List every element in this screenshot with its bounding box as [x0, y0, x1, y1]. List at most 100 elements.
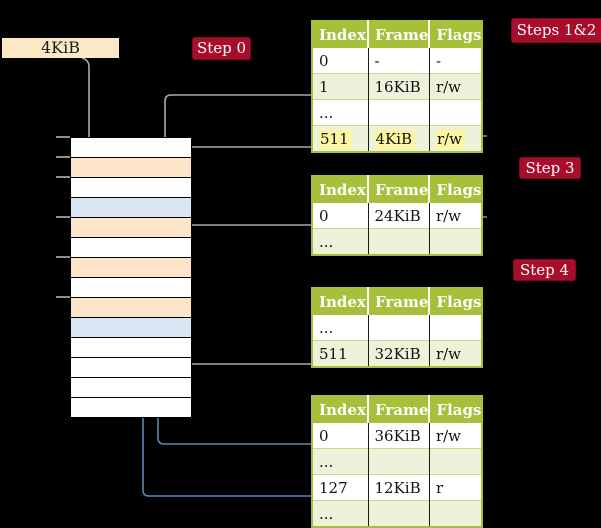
- table-row: 511 32KiB r/w: [312, 340, 483, 367]
- connector-stub: [481, 216, 487, 218]
- cell-flags: r: [429, 474, 483, 501]
- memory-row-7-free: [71, 278, 191, 298]
- memory-row-9-pg: [71, 318, 191, 338]
- cell-frame: 36KiB: [368, 422, 430, 449]
- cell-index: 0: [312, 202, 369, 229]
- cell-index: ...: [312, 448, 369, 475]
- cell-index: 1: [312, 73, 369, 100]
- memory-row-8-tbl: [71, 298, 191, 318]
- cell-index: ...: [312, 500, 369, 527]
- cell-flags: [429, 448, 483, 475]
- cell-frame: [368, 314, 430, 341]
- cell-frame: 12KiB: [368, 474, 430, 501]
- page-table-steps-1-2: Index Frame Flags 0 - - 1 16KiB r/w ... …: [311, 20, 484, 153]
- memory-row-0-free: [71, 138, 191, 158]
- page-table-final: Index Frame Flags 0 36KiB r/w ... 127 12…: [311, 395, 484, 528]
- table-row: 0 24KiB r/w: [312, 202, 483, 229]
- memory-tick: [56, 216, 70, 218]
- cell-frame: [368, 448, 430, 475]
- page-table-step-3: Index Frame Flags 0 24KiB r/w ...: [311, 175, 484, 256]
- table-row: ...: [312, 500, 483, 527]
- memory-row-6-tbl: [71, 258, 191, 278]
- memory-row-2-free: [71, 178, 191, 198]
- memory-row-13-free: [71, 398, 191, 417]
- col-header-flags: Flags: [429, 396, 483, 423]
- memory-row-10-free: [71, 338, 191, 358]
- cell-index: ...: [312, 314, 369, 341]
- root-frame-label: 4KiB: [40, 38, 80, 57]
- table-row: 127 12KiB r: [312, 474, 483, 501]
- table-header-row: Index Frame Flags: [312, 176, 483, 203]
- cell-index: 511: [312, 125, 369, 152]
- table-row: 1 16KiB r/w: [312, 73, 483, 100]
- col-header-frame: Frame: [368, 176, 431, 203]
- table-header-row: Index Frame Flags: [312, 288, 483, 315]
- memory-column: [70, 137, 192, 418]
- memory-row-5-free: [71, 238, 191, 258]
- highlight: 511: [319, 129, 352, 149]
- cell-frame: [368, 99, 430, 126]
- memory-row-3-pg: [71, 198, 191, 218]
- col-header-frame: Frame: [368, 396, 431, 423]
- memory-row-12-free: [71, 378, 191, 398]
- table-header-row: Index Frame Flags: [312, 396, 483, 423]
- table-row: ...: [312, 228, 483, 255]
- cell-frame: [368, 228, 430, 255]
- col-header-flags: Flags: [429, 288, 483, 315]
- cell-flags: r/w: [429, 73, 483, 100]
- table-row-highlighted: 511 4KiB r/w: [312, 125, 483, 152]
- cell-index: 511: [312, 340, 369, 367]
- cell-index: 127: [312, 474, 369, 501]
- table-row: ...: [312, 99, 483, 126]
- badge-step-4: Step 4: [513, 259, 576, 281]
- col-header-flags: Flags: [429, 176, 483, 203]
- badge-steps-1-2: Steps 1&2: [511, 18, 601, 43]
- cell-flags: r/w: [429, 125, 483, 152]
- cell-frame: 32KiB: [368, 340, 430, 367]
- table-row: 0 - -: [312, 47, 483, 74]
- cell-index: ...: [312, 99, 369, 126]
- memory-row-11-free: [71, 358, 191, 378]
- memory-tick: [56, 156, 70, 158]
- col-header-index: Index: [312, 21, 369, 48]
- col-header-index: Index: [312, 396, 369, 423]
- col-header-index: Index: [312, 288, 369, 315]
- cell-frame: 24KiB: [368, 202, 430, 229]
- badge-step-0: Step 0: [192, 37, 251, 60]
- cell-index: 0: [312, 422, 369, 449]
- table-row: ...: [312, 314, 483, 341]
- cell-flags: r/w: [429, 202, 483, 229]
- table-row: 0 36KiB r/w: [312, 422, 483, 449]
- cell-flags: [429, 228, 483, 255]
- cell-frame: [368, 500, 430, 527]
- col-header-frame: Frame: [368, 288, 431, 315]
- cell-frame: -: [368, 47, 430, 74]
- cell-flags: [429, 500, 483, 527]
- page-table-step-4: Index Frame Flags ... 511 32KiB r/w: [311, 287, 484, 368]
- col-header-index: Index: [312, 176, 369, 203]
- highlight: 4KiB: [374, 129, 416, 149]
- memory-tick: [56, 296, 70, 298]
- cell-flags: r/w: [429, 340, 483, 367]
- cell-flags: [429, 314, 483, 341]
- memory-tick: [56, 176, 70, 178]
- root-frame-box: 4KiB: [2, 38, 119, 58]
- table-header-row: Index Frame Flags: [312, 21, 483, 48]
- connector-stub: [481, 135, 487, 137]
- cell-flags: -: [429, 47, 483, 74]
- cell-flags: r/w: [429, 422, 483, 449]
- memory-tick: [56, 136, 70, 138]
- cell-frame: 4KiB: [368, 125, 430, 152]
- col-header-frame: Frame: [368, 21, 431, 48]
- table-row: ...: [312, 448, 483, 475]
- cell-index: 0: [312, 47, 369, 74]
- memory-row-4-tbl: [71, 218, 191, 238]
- memory-row-1-tbl: [71, 158, 191, 178]
- col-header-flags: Flags: [429, 21, 483, 48]
- cell-flags: [429, 99, 483, 126]
- cell-index: ...: [312, 228, 369, 255]
- memory-tick: [56, 256, 70, 258]
- cell-frame: 16KiB: [368, 73, 430, 100]
- badge-step-3: Step 3: [519, 157, 581, 179]
